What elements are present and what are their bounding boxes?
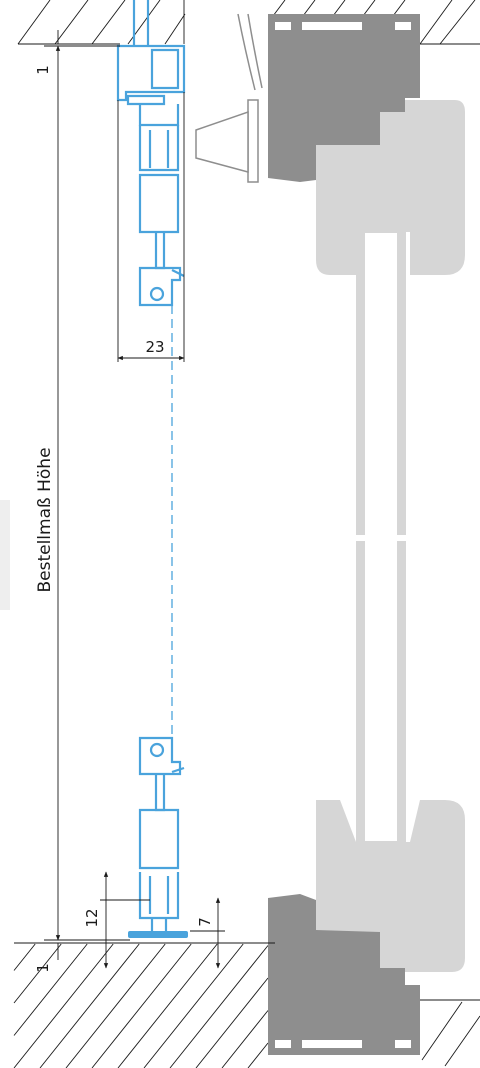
hatch-line <box>169 945 269 1068</box>
wall-frame-top-slot-2 <box>302 22 362 30</box>
glass-break-top <box>350 535 412 541</box>
margin-bar <box>0 500 10 610</box>
order-height-label: Bestellmaß Höhe <box>35 447 55 592</box>
window-handle <box>195 13 263 183</box>
wall-hatch-bottom-right <box>420 999 480 1067</box>
hatch-line <box>221 1010 269 1068</box>
floor-rail <box>128 931 188 938</box>
wall-frame <box>268 14 420 1055</box>
wall-frame-bottom-slot-1 <box>275 1040 291 1048</box>
hatch-line <box>13 943 36 971</box>
hatch-line <box>39 943 140 1068</box>
wall-frame-bottom-slot-2 <box>302 1040 362 1048</box>
screen-profile-top <box>116 0 186 307</box>
screen-profile-bottom <box>128 736 188 938</box>
wall-frame-top <box>268 14 420 182</box>
bottom-profile-height-label: 12 <box>83 908 101 927</box>
sill-hatch-bottom-left <box>13 943 269 1068</box>
hatch-line <box>13 943 88 1036</box>
top-gap-label: 1 <box>34 65 52 75</box>
hatch-line <box>195 977 269 1068</box>
hatch-line <box>13 943 114 1068</box>
window-frame <box>316 100 465 972</box>
wall-frame-bottom-slot-3 <box>395 1040 411 1048</box>
bottom-gap-label: 1 <box>34 963 52 973</box>
wall-frame-bottom <box>268 894 420 1055</box>
hatch-line <box>117 943 218 1068</box>
profile-depth-label: 23 <box>145 338 164 356</box>
lintel-hatch-top-left <box>17 0 186 45</box>
wall-frame-top-slot-3 <box>395 22 411 30</box>
hatch-line <box>143 943 244 1068</box>
hatch-line <box>247 1042 269 1068</box>
hatch-line <box>13 943 62 1004</box>
wall-frame-top-slot-1 <box>275 22 291 30</box>
hatch-line <box>91 943 192 1068</box>
hatch-line <box>65 943 166 1068</box>
window-sash-bottom <box>316 800 465 972</box>
floor-offset-label: 7 <box>196 917 214 927</box>
